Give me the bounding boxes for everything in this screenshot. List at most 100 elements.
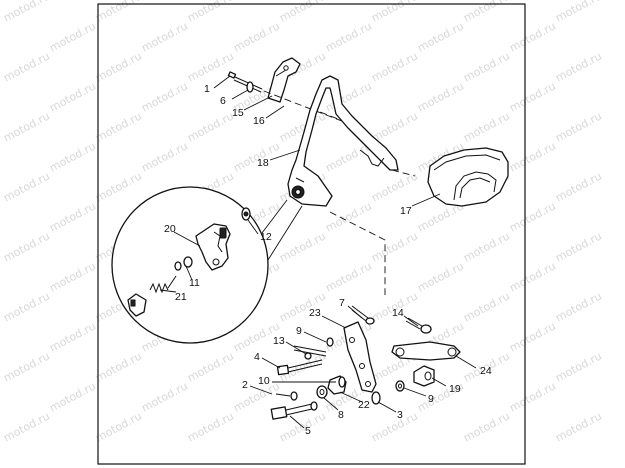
watermark-text: motod.ru <box>323 19 374 54</box>
watermark-text: motod.ru <box>1 0 52 25</box>
callout-3: 3 <box>397 409 403 421</box>
watermark-text: motod.ru <box>93 109 144 144</box>
watermark-text: motod.ru <box>185 409 236 444</box>
watermark-text: motod.ru <box>507 259 558 294</box>
watermark-text: motod.ru <box>47 79 98 114</box>
screw-part-14 <box>405 317 432 334</box>
callout-21: 21 <box>175 291 187 303</box>
watermark-text: motod.ru <box>323 199 374 234</box>
callout-16: 16 <box>253 115 265 127</box>
callout-24: 24 <box>480 365 492 377</box>
watermark-text: motod.ru <box>553 409 604 444</box>
callout-2: 2 <box>242 379 248 391</box>
watermark-text: motod.ru <box>1 109 52 144</box>
watermark-text: motod.ru <box>461 229 512 264</box>
watermark-text: motod.ru <box>507 379 558 414</box>
callout-13: 13 <box>273 335 285 347</box>
bolt-part-5 <box>270 401 318 420</box>
alignment-line-pad <box>391 169 416 177</box>
docking-arm <box>391 341 461 361</box>
callout-12: 12 <box>260 231 272 243</box>
callout-15: 15 <box>232 107 244 119</box>
watermark-text: motod.ru <box>139 79 190 114</box>
watermark-text: motod.ru <box>277 229 328 264</box>
watermark-text: motod.ru <box>507 199 558 234</box>
callout-1: 1 <box>204 83 210 95</box>
watermark-text: motod.ru <box>369 169 420 204</box>
watermark-text: motod.ru <box>1 409 52 444</box>
callout-8: 8 <box>338 409 344 421</box>
watermark-text: motod.ru <box>553 289 604 324</box>
watermark-text: motod.ru <box>507 319 558 354</box>
callout-10: 10 <box>258 375 270 387</box>
watermark-text: motod.ru <box>415 19 466 54</box>
watermark-text: motod.ru <box>93 49 144 84</box>
callout-9-lower: 9 <box>428 393 434 405</box>
watermark-text: motod.ru <box>47 139 98 174</box>
watermark-text: motod.ru <box>185 109 236 144</box>
watermark-text: motod.ru <box>507 19 558 54</box>
callout-20: 20 <box>164 223 176 235</box>
alignment-line-lower <box>329 211 386 295</box>
mounting-plate <box>343 321 377 393</box>
washer-part-9-lower <box>395 380 405 392</box>
watermark-text: motod.ru <box>461 289 512 324</box>
washer-part-9-upper <box>326 337 334 347</box>
watermark-text: motod.ru <box>553 109 604 144</box>
callout-7: 7 <box>339 297 345 309</box>
watermark-text: motod.ru <box>1 49 52 84</box>
upright-bracket <box>267 57 301 103</box>
sissy-bar-upright <box>287 75 399 207</box>
watermark-text: motod.ru <box>47 199 98 234</box>
callout-labels: 1 6 15 16 18 17 20 12 11 21 7 14 23 9 13… <box>164 83 492 437</box>
watermark-text: motod.ru <box>47 19 98 54</box>
watermark-text: motod.ru <box>553 0 604 25</box>
watermark-text: motod.ru <box>507 139 558 174</box>
watermark-text: motod.ru <box>231 19 282 54</box>
watermark-text: motod.ru <box>1 229 52 264</box>
watermark-text: motod.ru <box>93 169 144 204</box>
washer-part-6 <box>246 81 254 93</box>
watermark-text: motod.ru <box>461 409 512 444</box>
callout-17: 17 <box>400 205 412 217</box>
watermark-text: motod.ru <box>1 349 52 384</box>
callout-6: 6 <box>220 95 226 107</box>
leader-lines <box>159 75 477 429</box>
callout-5: 5 <box>305 425 311 437</box>
washer-part-3 <box>371 391 381 405</box>
watermark-text: motod.ru <box>553 229 604 264</box>
diagram-frame <box>97 3 526 465</box>
watermark-text: motod.ru <box>507 79 558 114</box>
screw-part-13 <box>293 345 327 360</box>
nut-part-2 <box>275 391 298 401</box>
callout-19: 19 <box>449 383 461 395</box>
watermark-text: motod.ru <box>553 49 604 84</box>
watermark-text: motod.ru <box>185 49 236 84</box>
watermark-text: motod.ru <box>1 289 52 324</box>
watermark-text: motod.ru <box>139 379 190 414</box>
callout-11: 11 <box>189 277 200 289</box>
callout-18: 18 <box>257 157 269 169</box>
watermark-text: motod.ru <box>369 409 420 444</box>
callout-4: 4 <box>254 351 260 363</box>
watermark-text: motod.ru <box>415 79 466 114</box>
backrest-pad <box>427 147 509 207</box>
watermark-text: motod.ru <box>461 49 512 84</box>
watermark-text: motod.ru <box>369 49 420 84</box>
bushing-part-19 <box>413 365 435 387</box>
detail-view <box>111 186 303 344</box>
watermark-text: motod.ru <box>93 349 144 384</box>
watermark-text: motod.ru <box>47 259 98 294</box>
watermark-text: motod.ru <box>1 169 52 204</box>
callout-23: 23 <box>309 307 321 319</box>
washer-part-8 <box>316 385 328 399</box>
watermark-text: motod.ru <box>185 349 236 384</box>
watermark-text: motod.ru <box>461 109 512 144</box>
watermark-text: motod.ru <box>47 379 98 414</box>
watermark-text: motod.ru <box>415 259 466 294</box>
callout-22: 22 <box>358 399 370 411</box>
bolt-part-4 <box>276 359 323 376</box>
watermark-text: motod.ru <box>139 139 190 174</box>
